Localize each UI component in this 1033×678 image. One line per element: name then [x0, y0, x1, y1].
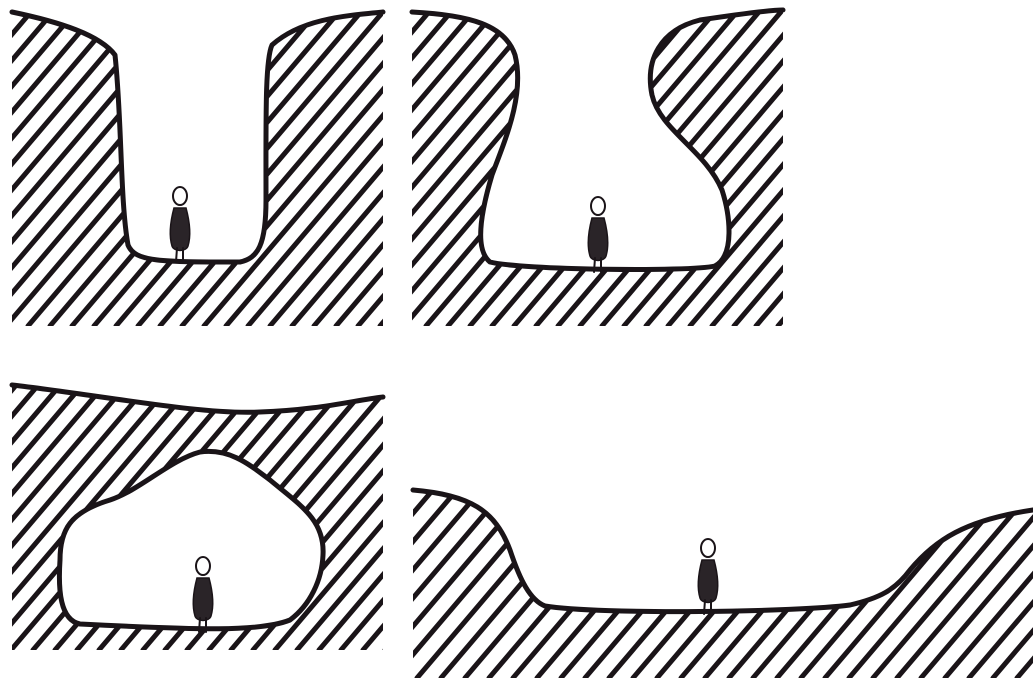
- hatch-stroke: [404, 10, 673, 326]
- hatch-stroke: [729, 490, 889, 678]
- hatch-stroke: [513, 490, 673, 678]
- hatch-stroke: [417, 490, 577, 678]
- standing-person-icon: [170, 187, 189, 262]
- hatch-stroke: [369, 490, 529, 678]
- hatch-stroke: [182, 12, 449, 326]
- hatch-stroke: [800, 10, 1033, 326]
- hatch-stroke: [705, 490, 865, 678]
- hatch-stroke: [160, 12, 427, 326]
- hatch-stroke: [756, 10, 1025, 326]
- hatch-stroke: [50, 12, 317, 326]
- hatch-stroke: [514, 10, 783, 326]
- hatch-stroke: [712, 10, 981, 326]
- hatch-stroke: [492, 10, 761, 326]
- hatch-stroke: [536, 10, 805, 326]
- hatch-stroke: [28, 12, 295, 326]
- hatch-stroke: [345, 490, 505, 678]
- hatch-stroke: [602, 10, 871, 326]
- standing-person-icon: [193, 557, 212, 632]
- hatch-stroke: [470, 10, 739, 326]
- panel-overhanging-canyon: [96, 10, 1033, 326]
- hatch-stroke: [393, 490, 553, 678]
- hatch-stroke: [801, 490, 961, 678]
- standing-person-icon: [588, 197, 607, 272]
- panel-enclosed-cave: [0, 385, 610, 650]
- hatch-stroke: [77, 385, 302, 650]
- rock-hatching: [0, 385, 610, 650]
- rock-hatching: [0, 12, 669, 326]
- hatch-stroke: [116, 12, 383, 326]
- hatch-stroke: [777, 490, 937, 678]
- hatch-stroke: [0, 385, 214, 650]
- standing-person-icon: [698, 539, 717, 614]
- hatch-stroke: [657, 490, 817, 678]
- hatch-stroke: [537, 490, 697, 678]
- hatch-stroke: [231, 385, 456, 650]
- hatch-stroke: [825, 490, 985, 678]
- panel-narrow-vertical-canyon: [0, 12, 669, 326]
- hatch-stroke: [778, 10, 1033, 326]
- hatch-stroke: [580, 10, 849, 326]
- hatch-stroke: [489, 490, 649, 678]
- hatch-stroke: [94, 12, 361, 326]
- hatch-stroke: [558, 10, 827, 326]
- hatch-stroke: [734, 10, 1003, 326]
- cave-outline: [59, 451, 323, 628]
- hatch-stroke: [448, 10, 717, 326]
- rock-hatching: [96, 10, 1033, 326]
- hatch-stroke: [6, 12, 273, 326]
- hatch-stroke: [753, 490, 913, 678]
- hatch-stroke: [585, 490, 745, 678]
- hatch-stroke: [55, 385, 280, 650]
- hatch-stroke: [0, 12, 9, 326]
- hatch-stroke: [72, 12, 339, 326]
- hatch-stroke: [561, 490, 721, 678]
- hatch-stroke: [624, 10, 893, 326]
- hatch-stroke: [138, 12, 405, 326]
- hatch-stroke: [143, 385, 368, 650]
- hatch-stroke: [441, 490, 601, 678]
- hatch-stroke: [0, 12, 75, 326]
- valley-outline: [413, 490, 1033, 612]
- hatch-stroke: [209, 385, 434, 650]
- hatch-stroke: [897, 490, 1033, 678]
- hatch-stroke: [609, 490, 769, 678]
- hatch-stroke: [646, 10, 915, 326]
- hatch-stroke: [253, 385, 478, 650]
- hatch-stroke: [690, 10, 959, 326]
